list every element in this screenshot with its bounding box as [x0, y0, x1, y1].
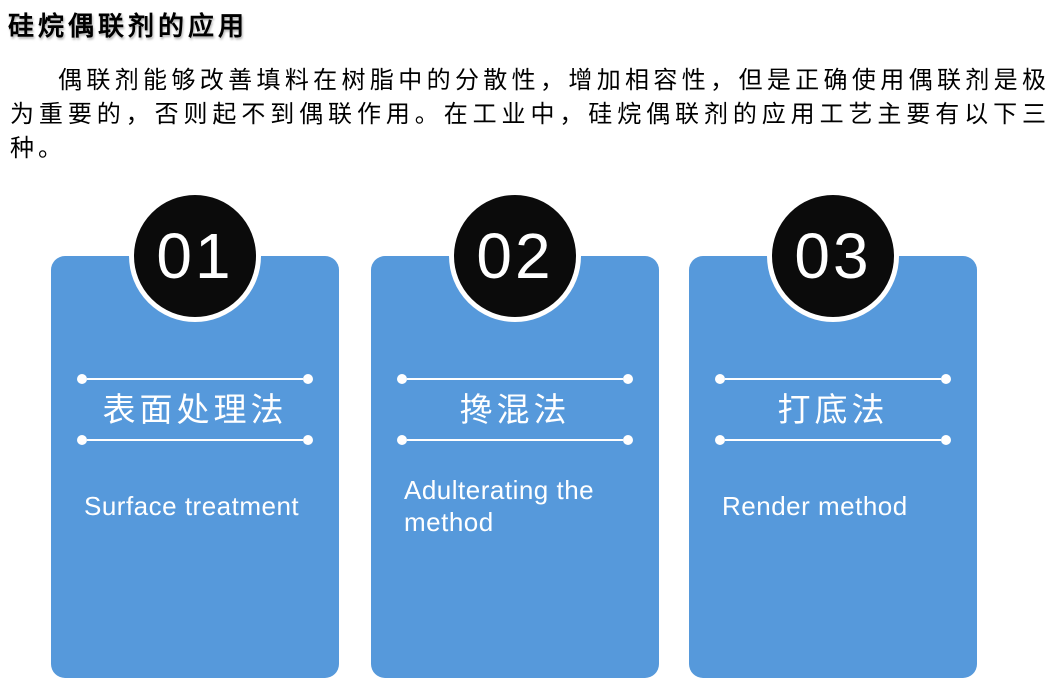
method-card-adulterating: 02 搀混法 Adulterating the method	[371, 190, 659, 678]
step-number-badge: 01	[129, 190, 261, 322]
divider-line-top	[715, 374, 951, 384]
method-title-en: Render method	[722, 491, 908, 521]
step-number: 02	[476, 220, 554, 292]
line-end-dot	[715, 435, 725, 445]
step-number: 03	[794, 220, 872, 292]
line-end-dot	[941, 374, 951, 384]
line-end-dot	[715, 374, 725, 384]
divider-line	[407, 439, 623, 441]
step-number-badge: 03	[767, 190, 899, 322]
divider-line	[725, 378, 941, 380]
divider-line	[725, 439, 941, 441]
line-end-dot	[941, 435, 951, 445]
divider-line	[407, 378, 623, 380]
divider-line	[87, 378, 303, 380]
step-number: 01	[156, 220, 234, 292]
method-title-cn: 表面处理法	[102, 391, 288, 428]
method-title-en: Adulterating the method	[404, 475, 595, 537]
method-title-en: Surface treatment	[84, 491, 300, 521]
line-end-dot	[623, 374, 633, 384]
divider-line-bottom	[77, 435, 313, 445]
page-title: 硅烷偶联剂的应用	[8, 12, 249, 41]
step-number-badge: 02	[449, 190, 581, 322]
method-title-cn: 搀混法	[459, 391, 571, 428]
method-card-render: 03 打底法 Render method	[689, 190, 977, 678]
method-card-surface-treatment: 01 表面处理法 Surface treatment	[51, 190, 339, 678]
divider-line-bottom	[397, 435, 633, 445]
line-end-dot	[397, 435, 407, 445]
divider-line-top	[397, 374, 633, 384]
method-title-cn: 打底法	[777, 391, 889, 428]
line-end-dot	[77, 374, 87, 384]
intro-paragraph: 偶联剂能够改善填料在树脂中的分散性，增加相容性，但是正确使用偶联剂是极为重要的，…	[10, 68, 1050, 162]
line-end-dot	[77, 435, 87, 445]
line-end-dot	[303, 435, 313, 445]
divider-line-bottom	[715, 435, 951, 445]
line-end-dot	[303, 374, 313, 384]
divider-line	[87, 439, 303, 441]
divider-line-top	[77, 374, 313, 384]
line-end-dot	[397, 374, 407, 384]
line-end-dot	[623, 435, 633, 445]
